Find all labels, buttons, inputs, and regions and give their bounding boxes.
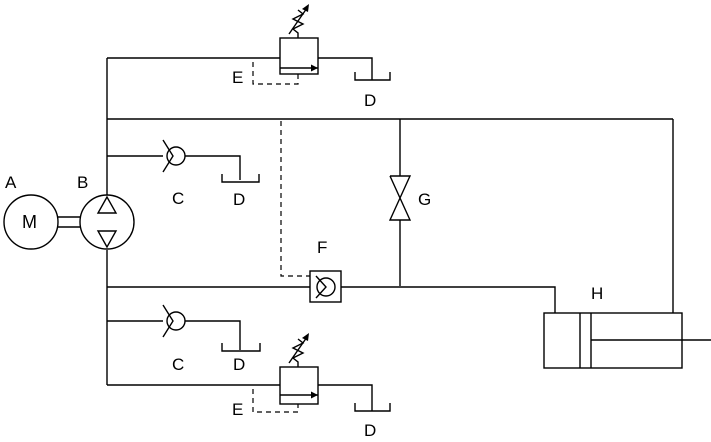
check-valve-lower-label: C [172,355,184,374]
tank-symbol-upper [221,174,260,183]
pilot-line-to-pilot-check [280,121,310,277]
pilot-line-bottom-label: E [232,400,243,419]
relief-valve-top [107,4,373,80]
cap-side-line-right [341,286,556,313]
motor-symbol-label: M [22,212,37,232]
pilot-line-bottom [252,389,299,413]
tank-top-label: D [364,91,376,110]
tank-lower-label: D [233,355,245,374]
pump-callout-label: B [77,173,88,192]
throttle-valve-label: G [418,190,431,209]
pilot-line-top [252,62,299,85]
pilot-line-top-label: E [232,68,243,87]
pilot-check-valve [309,270,342,303]
throttle-valve [388,119,412,286]
check-valve-upper-label: C [172,189,184,208]
electric-motor [3,194,59,250]
tank-symbol-bottom [354,403,391,412]
cylinder-label: H [591,284,603,303]
check-valve-upper [107,139,241,180]
tank-upper-label: D [233,190,245,209]
motor-callout-label: A [5,173,17,192]
relief-valve-bottom [107,333,373,411]
tank-symbol-lower [221,343,261,352]
check-valve-lower [107,304,241,350]
hydraulic-cylinder [543,312,711,369]
tank-bottom-label: D [364,421,376,440]
motor-pump-coupling [58,216,80,228]
bidirectional-pump [79,194,135,250]
tank-symbol-top [354,72,391,81]
pilot-check-valve-label: F [317,238,327,257]
